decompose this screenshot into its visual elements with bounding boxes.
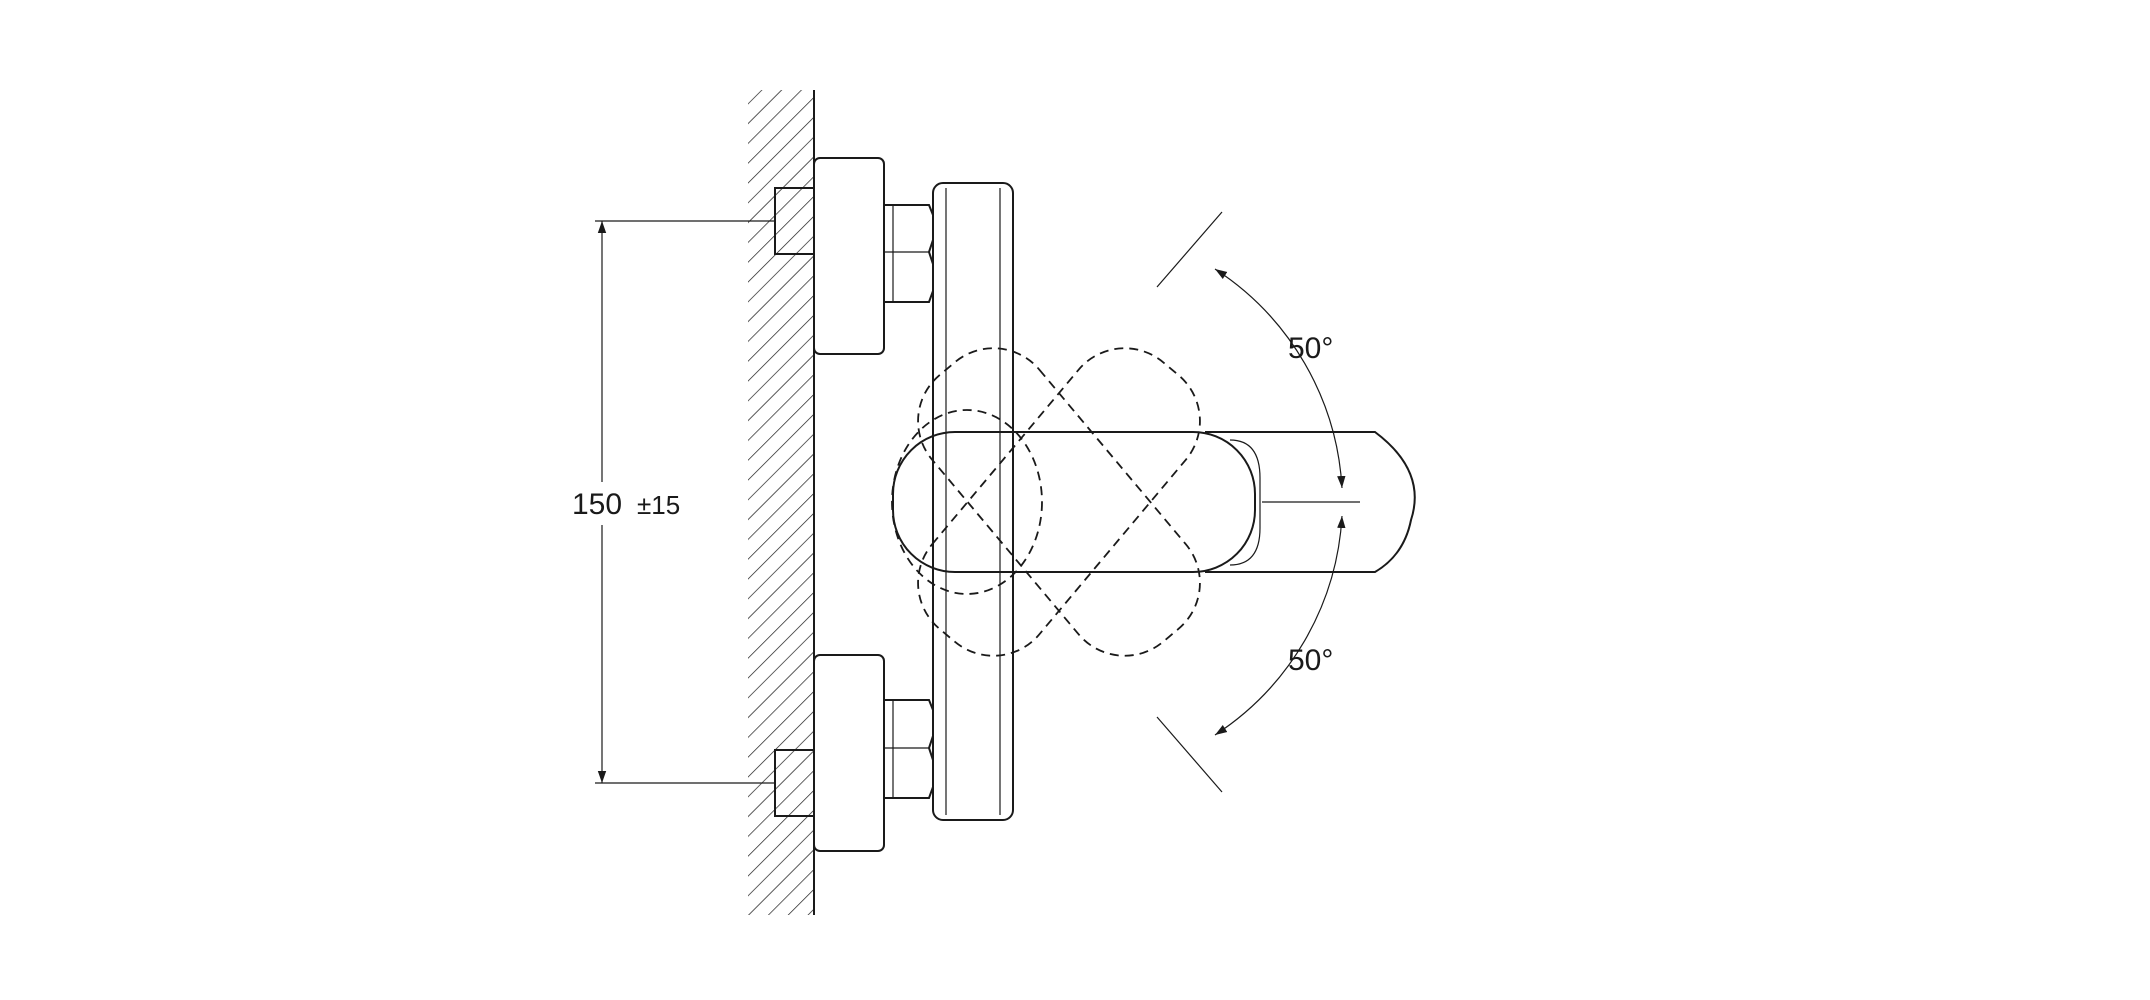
upper-hex-nut xyxy=(883,204,934,303)
lower-mount xyxy=(774,654,934,852)
rotation-angle-down-label: 50° xyxy=(1288,644,1333,677)
mounting-tolerance-label: ±15 xyxy=(637,490,680,520)
mixer-body-outline xyxy=(932,182,1014,821)
rotation-angle-up-label: 50° xyxy=(1288,332,1333,365)
wall-hatching xyxy=(748,90,814,915)
lever-tip xyxy=(1205,431,1416,573)
mixer-body xyxy=(932,182,1014,821)
mounting-dimension: 150 ±15 xyxy=(572,220,775,784)
lower-escutcheon xyxy=(813,654,885,852)
lever-rotated-down xyxy=(917,347,1201,657)
lower-hex-nut xyxy=(883,699,934,799)
rotation-arc-upper xyxy=(1214,268,1346,489)
rotation-arc-lower xyxy=(1214,515,1346,736)
mounting-distance-label: 150 xyxy=(572,488,622,521)
rotation-dimensions: 50° 50° xyxy=(1156,211,1360,793)
upper-escutcheon xyxy=(813,157,885,355)
lever-outline xyxy=(892,431,1256,573)
lever-rotated-up xyxy=(917,347,1201,657)
lever-pivot-dashed xyxy=(891,409,1043,595)
wall xyxy=(748,90,815,915)
